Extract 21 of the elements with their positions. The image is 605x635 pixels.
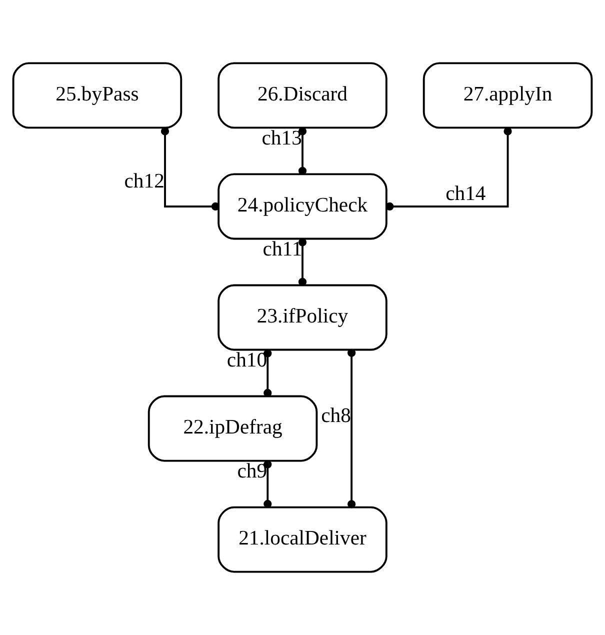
edge-label: ch9: [237, 460, 268, 482]
edge-label: ch11: [262, 238, 302, 260]
node-box: 21.localDeliver: [218, 506, 388, 573]
connector: [264, 349, 272, 398]
edge-label: ch13: [262, 127, 302, 150]
connector: [298, 127, 307, 175]
connector: [160, 127, 220, 211]
node-box: 27.applyIn: [422, 62, 593, 129]
connector: [386, 127, 512, 211]
node-box: 24.policyCheck: [218, 173, 388, 240]
edge-label: ch8: [321, 404, 351, 427]
connector: [264, 460, 272, 508]
connector: [298, 238, 307, 286]
node-box: 26.Discard: [218, 62, 388, 129]
edge-label: ch10: [226, 349, 268, 372]
node-box: 23.ifPolicy: [218, 284, 388, 351]
node-box: 22.ipDefrag: [148, 395, 318, 462]
edge-label: ch12: [124, 170, 164, 192]
node-box: 25.byPass: [12, 62, 182, 129]
edge-label: ch14: [446, 182, 486, 205]
connector: [348, 348, 356, 508]
